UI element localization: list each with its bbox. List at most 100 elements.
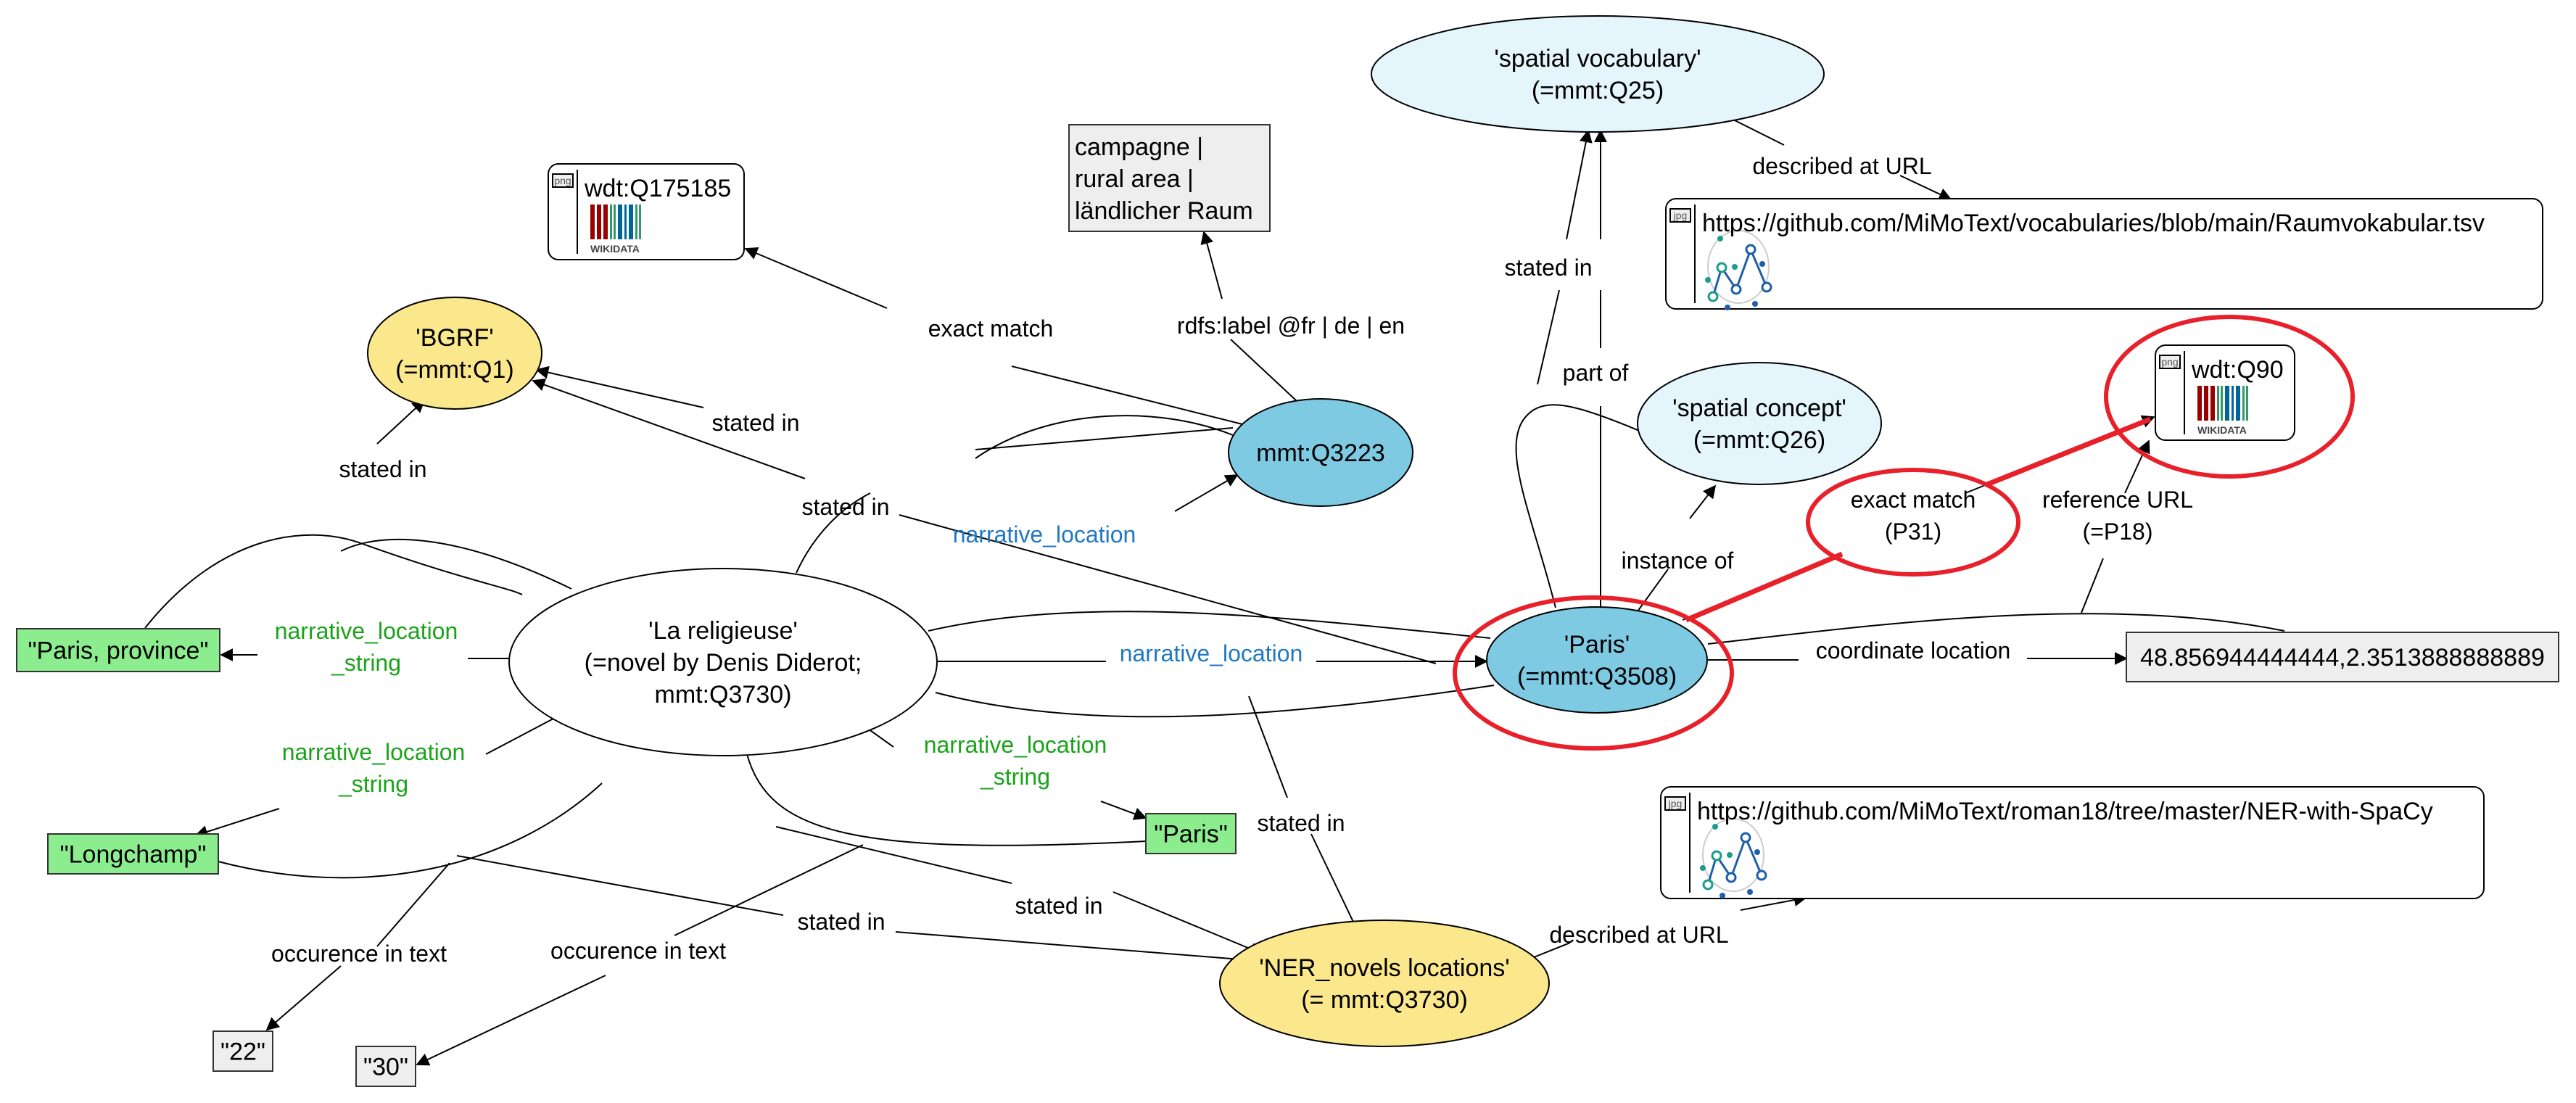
node-shape xyxy=(508,568,938,756)
node-label: 'La religieuse'(=novel by Denis Diderot;… xyxy=(585,617,862,709)
node-longchamp[interactable]: "Longchamp" xyxy=(47,833,219,875)
edge-arc-longchamp xyxy=(218,782,603,879)
node-paris[interactable]: 'Paris'(=mmt:Q3508) xyxy=(1486,606,1708,714)
node-la-religieuse[interactable]: 'La religieuse'(=novel by Denis Diderot;… xyxy=(508,568,938,756)
edge-stated-in-bgrf-left-upper xyxy=(376,399,426,445)
edge-arc-q3223 xyxy=(975,415,1234,459)
edge-religieuse-paris-lower xyxy=(935,685,1495,718)
edge-label-exact-match-q175185: exact match xyxy=(928,315,1054,342)
edge-described-vocab-a xyxy=(1733,119,1785,146)
edge-stated-vocab-c xyxy=(1537,289,1560,385)
svg-text:png: png xyxy=(554,175,571,186)
edge-stated-vocab-a xyxy=(1515,404,1643,608)
edge-label-coordinate-location: coordinate location xyxy=(1816,637,2011,664)
node-label: wdt:Q175185 xyxy=(584,175,731,202)
edge-label-text: coordinate location xyxy=(1816,637,2011,664)
node-shape xyxy=(1486,606,1708,714)
edge-label-text: exact match(P31) xyxy=(1851,487,1976,545)
wikidata-logo-icon: WIKIDATA xyxy=(2197,386,2248,436)
mimotext-logo-icon xyxy=(1705,230,1772,310)
edge-label-text: rdfs:label @fr | de | en xyxy=(1177,313,1405,339)
node-ner-novels[interactable]: 'NER_novels locations'(= mmt:Q3730) xyxy=(1219,920,1550,1047)
edge-label-stated-vocab: stated in xyxy=(1505,255,1593,281)
node-spatial-vocabulary[interactable]: 'spatial vocabulary'(=mmt:Q25) xyxy=(1371,15,1825,133)
node-label: 'BGRF'(=mmt:Q1) xyxy=(395,324,513,384)
edge-exact-match-q175185-b xyxy=(1011,365,1252,427)
node-label: "Paris, province" xyxy=(28,637,208,665)
edge-label-stated-ner-left: stated in xyxy=(798,909,886,935)
edge-label-narrative-location-paris: narrative_location xyxy=(1120,640,1303,666)
edge-label-narrative-location-q3223: narrative_location xyxy=(953,521,1136,548)
node-shape xyxy=(355,1046,416,1087)
edge-label-nls-paris-province: narrative_location_string xyxy=(275,618,458,676)
edge-religieuse-paris-upper xyxy=(928,611,1491,639)
edge-exact-match-q175185-a xyxy=(744,247,888,309)
edge-label-text: occurence in text xyxy=(550,938,726,964)
edge-stated-in-bgrf-mid-3 xyxy=(899,514,1437,664)
node-label: 'Paris'(=mmt:Q3508) xyxy=(1517,631,1677,690)
node-label: wdt:Q90 xyxy=(2191,356,2284,384)
edge-label-text: stated in xyxy=(1258,810,1345,836)
node-label: 'spatial concept'(=mmt:Q26) xyxy=(1672,394,1846,454)
edge-described-ner-a xyxy=(1533,942,1571,958)
image-type-icon: png xyxy=(552,173,574,188)
node-shape xyxy=(1219,920,1550,1047)
node-coordinates[interactable]: 48.856944444444,2.3513888888889 xyxy=(2126,632,2559,682)
svg-text:png: png xyxy=(2161,356,2178,368)
edge-label-rdfs-label: rdfs:label @fr | de | en xyxy=(1177,313,1405,339)
node-mmt-q3223[interactable]: mmt:Q3223 xyxy=(1228,398,1413,507)
edge-described-vocab-b xyxy=(1899,175,1952,201)
node-n22[interactable]: "22" xyxy=(212,1030,273,1072)
edge-occ-30-b xyxy=(416,975,606,1066)
edge-label-text: instance of xyxy=(1622,548,1734,574)
edge-nls-longchamp-a xyxy=(485,717,556,755)
edge-nls-paris-a xyxy=(746,753,1147,846)
edge-stated-ner-left xyxy=(456,855,784,916)
edge-occ-30-a xyxy=(674,844,864,936)
node-label: "30" xyxy=(363,1054,408,1081)
edge-rdfs-label-a xyxy=(1200,231,1223,299)
node-shape xyxy=(1228,398,1413,507)
node-shape xyxy=(1145,813,1237,854)
node-n30[interactable]: "30" xyxy=(355,1046,416,1087)
edge-label-text: exact match xyxy=(928,315,1054,342)
edge-label-text: narrative_location_string xyxy=(275,618,458,676)
edge-nls-paris-c xyxy=(1100,801,1147,820)
edge-label-text: narrative_location xyxy=(1120,640,1303,666)
image-type-icon: png xyxy=(2159,355,2181,369)
node-shape xyxy=(47,833,219,875)
node-paris-province[interactable]: "Paris, province" xyxy=(16,628,220,672)
node-bgrf[interactable]: 'BGRF'(=mmt:Q1) xyxy=(367,297,542,410)
node-label: mmt:Q3223 xyxy=(1256,439,1385,467)
node-shape xyxy=(1637,362,1882,485)
node-shape xyxy=(1665,198,2543,310)
node-shape xyxy=(16,628,220,672)
edge-reference-url-b xyxy=(2081,558,2104,614)
edge-label-occurrence-30: occurence in text xyxy=(550,938,726,964)
edge-narrative-location-q3223 xyxy=(1174,474,1239,512)
edge-label-stated-ner-paris: stated in xyxy=(1258,810,1345,836)
edge-occ-22-a xyxy=(376,862,450,947)
red-highlight-circle xyxy=(2104,315,2355,479)
edge-label-text: narrative_location_string xyxy=(282,739,466,797)
node-shape xyxy=(1660,786,2485,899)
node-campagne[interactable]: campagne |rural area |ländlicher Raum xyxy=(1068,124,1271,232)
wikidata-logo-icon: WIKIDATA xyxy=(590,205,641,255)
node-label: https://github.com/MiMoText/roman18/tree… xyxy=(1697,798,2433,825)
node-paris-string[interactable]: "Paris" xyxy=(1145,813,1237,854)
edge-stated-in-bgrf-left xyxy=(340,538,572,590)
node-shape xyxy=(1068,124,1271,232)
mimotext-logo-icon xyxy=(1700,818,1767,898)
edge-arc-paris-province xyxy=(144,534,523,629)
edge-stated-vocab-b xyxy=(1566,129,1593,240)
edge-label-text: stated in xyxy=(802,494,890,520)
image-type-icon: jpg xyxy=(1669,208,1691,223)
edge-label-reference-url: reference URL(=P18) xyxy=(2042,487,2193,545)
node-spatial-concept[interactable]: 'spatial concept'(=mmt:Q26) xyxy=(1637,362,1882,485)
edge-label-text: stated in xyxy=(798,909,886,935)
